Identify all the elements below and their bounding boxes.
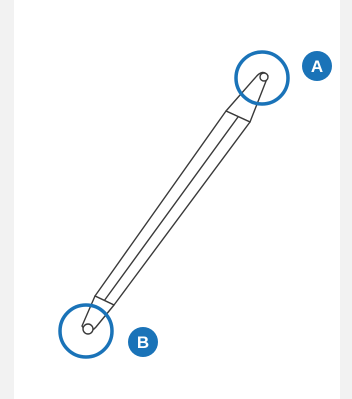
badge-b-text: B: [137, 333, 149, 352]
badge-a-background: [302, 51, 332, 81]
label-badge-a: A: [302, 51, 332, 81]
ball-end-b: [82, 323, 94, 335]
ball-end-a: [259, 72, 269, 82]
double-ended-stylus-icon: [81, 71, 269, 335]
stylus-shaft-line: [103, 116, 239, 302]
badge-b-background: [128, 327, 158, 357]
label-badge-b: B: [128, 327, 158, 357]
highlight-circle-b: [58, 303, 114, 359]
highlight-circle-a: [234, 50, 290, 106]
badge-a-text: A: [311, 57, 323, 76]
